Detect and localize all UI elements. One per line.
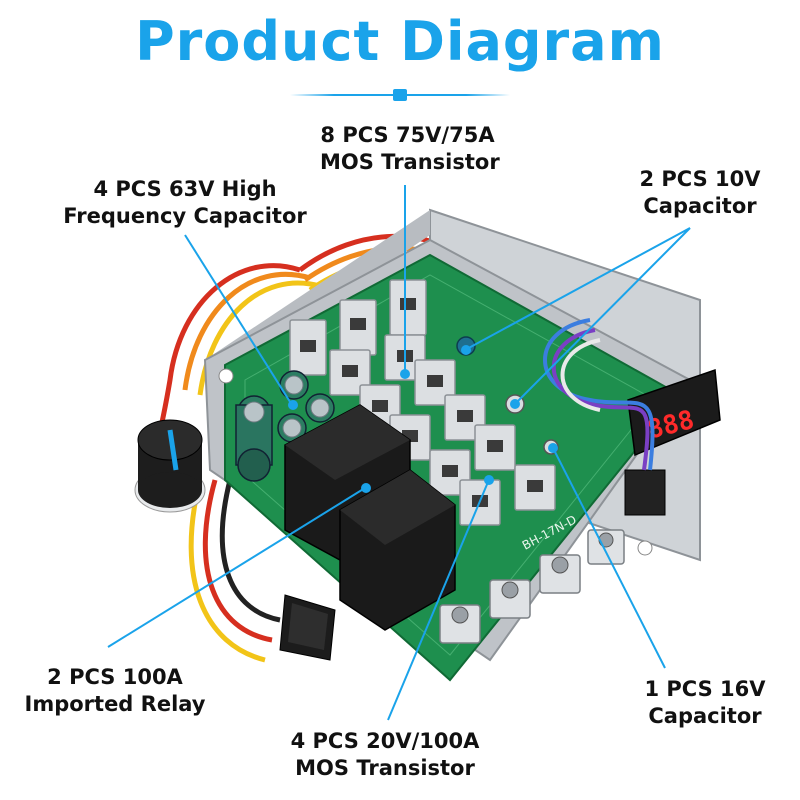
potentiometer-knob (134, 419, 206, 513)
label-mos-100a-line2: MOS Transistor (295, 756, 475, 780)
rocker-switch (279, 594, 336, 661)
label-cap-63v: 4 PCS 63V High Frequency Capacitor (40, 176, 330, 230)
wire-black-switch (219, 479, 281, 623)
label-mos-75a-line1: 8 PCS 75V/75A (320, 123, 495, 147)
leader-lines (107, 185, 691, 721)
display-connector (624, 469, 666, 516)
capacitors-63v (235, 370, 335, 482)
label-cap-10v-line2: Capacitor (643, 194, 757, 218)
label-cap-10v-line1: 2 PCS 10V (639, 167, 761, 191)
label-cap-16v-line1: 1 PCS 16V (644, 677, 766, 701)
label-relay: 2 PCS 100A Imported Relay (15, 664, 215, 718)
mos-transistor-bodies (300, 298, 543, 507)
relay-2-top (340, 470, 455, 545)
wire-yellow-switch (188, 479, 266, 663)
wire-red-switch (202, 479, 273, 643)
leader-dots (288, 345, 558, 493)
label-mos-100a-line1: 4 PCS 20V/100A (290, 729, 480, 753)
relay-1-top (285, 405, 410, 480)
label-cap-16v-line2: Capacitor (648, 704, 762, 728)
terminal-screws (451, 532, 614, 624)
wire-rainbow (543, 318, 655, 471)
label-cap-10v: 2 PCS 10V Capacitor (620, 166, 780, 220)
label-relay-line2: Imported Relay (24, 692, 206, 716)
page-title: Product Diagram (135, 10, 665, 73)
wire-orange-knob (182, 271, 311, 391)
label-mos-75a-line2: MOS Transistor (320, 150, 500, 174)
mounting-hole (637, 540, 653, 556)
capacitor-tops (243, 375, 330, 438)
mounting-hole (218, 368, 234, 384)
label-cap-63v-line2: Frequency Capacitor (63, 204, 307, 228)
title-underline-marker (393, 89, 407, 101)
label-mos-100a: 4 PCS 20V/100A MOS Transistor (280, 728, 490, 782)
label-relay-line1: 2 PCS 100A (47, 665, 183, 689)
label-cap-16v: 1 PCS 16V Capacitor (625, 676, 785, 730)
label-cap-63v-line1: 4 PCS 63V High (93, 177, 277, 201)
label-mos-75a: 8 PCS 75V/75A MOS Transistor (320, 122, 500, 176)
